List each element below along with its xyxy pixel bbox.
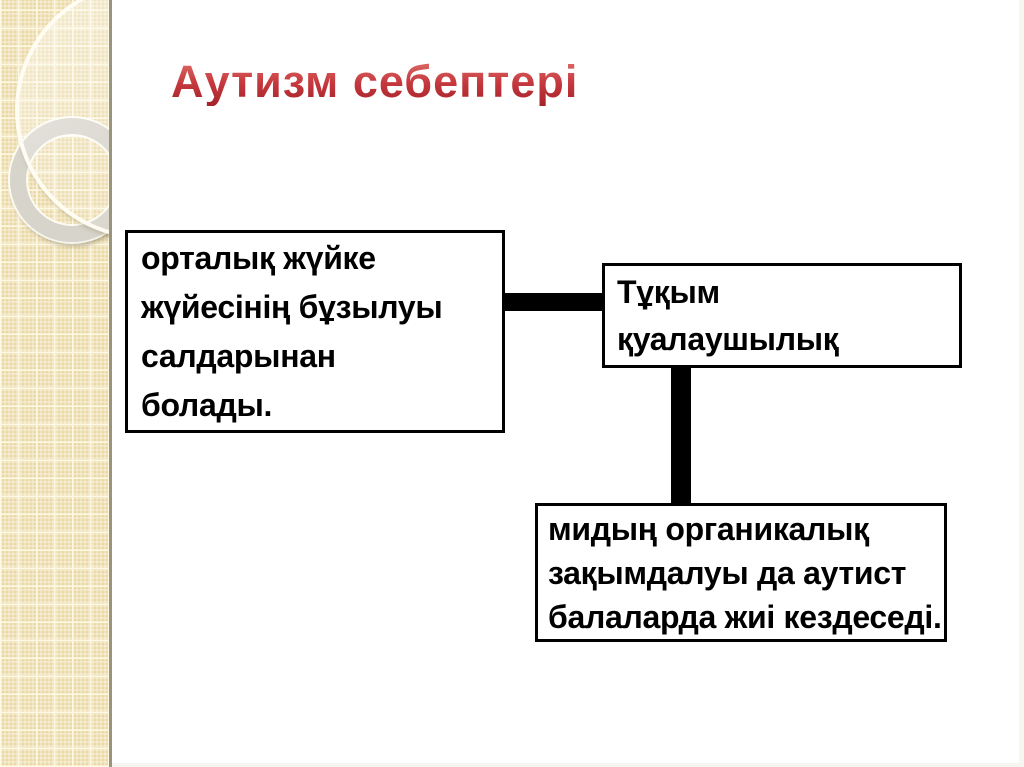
connector-vertical bbox=[671, 365, 691, 507]
slide-title: Аутизм себептері bbox=[171, 56, 579, 107]
sidebar-decoration bbox=[0, 0, 112, 767]
slide-bottom-edge bbox=[112, 763, 1024, 767]
slide-right-edge bbox=[1019, 0, 1024, 767]
connector-horizontal bbox=[500, 293, 606, 311]
